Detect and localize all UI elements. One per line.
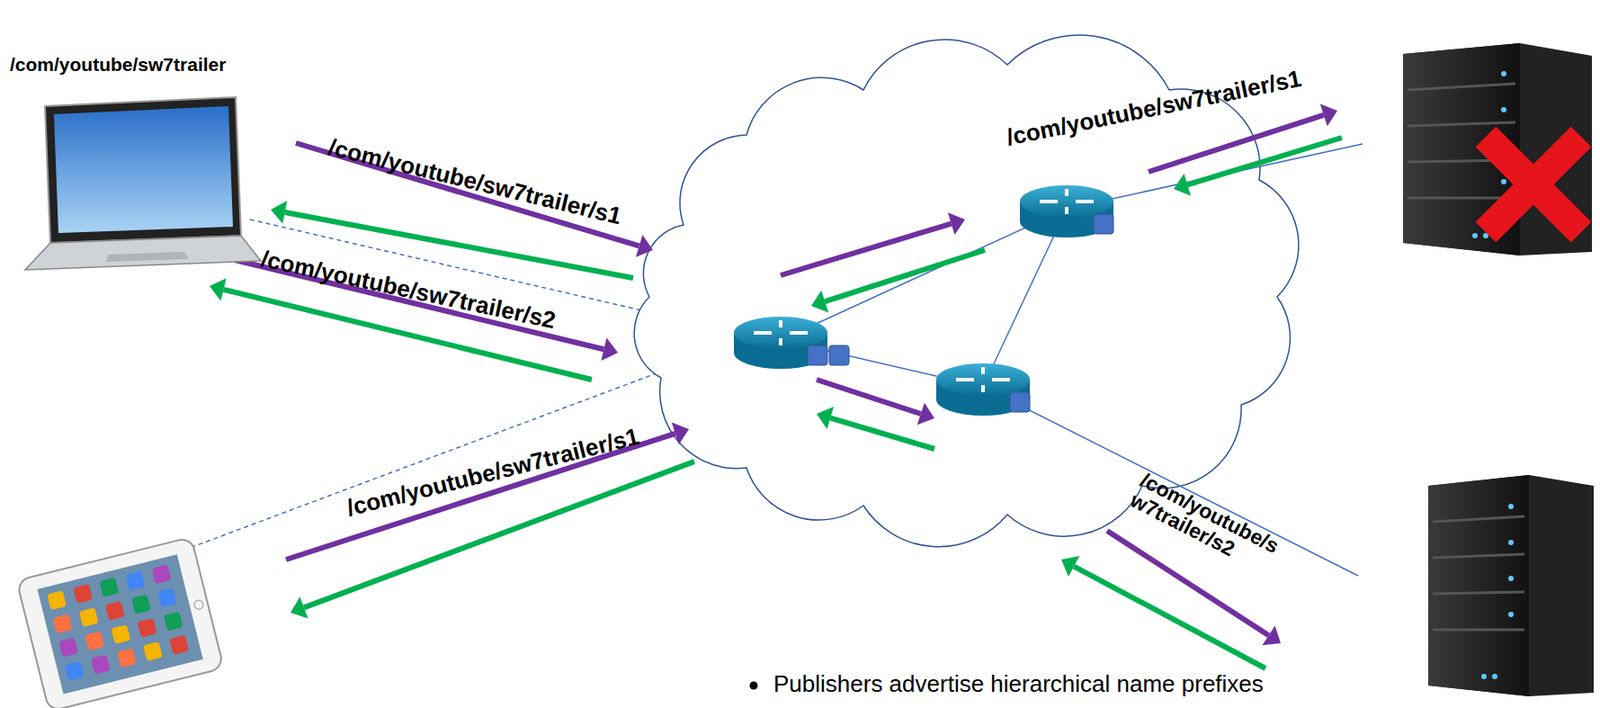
packet-arrow xyxy=(1187,137,1342,185)
router-top xyxy=(936,363,1030,396)
arrow-head xyxy=(917,402,935,426)
cache-square xyxy=(829,345,850,366)
packet-arrow xyxy=(824,250,985,302)
router-arrow xyxy=(753,330,772,335)
name-label: /com/youtube/sw7trailer xyxy=(9,53,226,75)
app-icon xyxy=(79,607,99,627)
tablet-icon xyxy=(16,536,224,708)
arrow-head xyxy=(1320,104,1338,127)
app-icon xyxy=(72,583,93,604)
arrow-head xyxy=(635,234,653,258)
app-icon xyxy=(84,630,105,651)
router-arrow xyxy=(1064,188,1069,197)
router-top xyxy=(1019,185,1114,218)
app-icon xyxy=(90,654,111,675)
arrow-head xyxy=(600,338,618,361)
router-arrow xyxy=(778,320,783,328)
access-link xyxy=(168,351,715,556)
arrow-head xyxy=(671,422,689,446)
app-icon xyxy=(125,571,145,591)
name-label: /com/youtube/sw7trailer/s1 xyxy=(344,423,643,521)
app-icon xyxy=(58,637,79,658)
server-icon xyxy=(1403,43,1592,256)
laptop-icon xyxy=(25,97,261,270)
router-top xyxy=(733,316,828,349)
name-label: /com/youtube/sw7trailer/s2 xyxy=(1126,468,1293,584)
arrow-head xyxy=(816,406,834,430)
arrow-head xyxy=(1173,173,1191,197)
arrow-head xyxy=(1061,555,1080,577)
packet-arrow xyxy=(830,418,935,449)
arrow-head xyxy=(947,212,966,235)
failure-cross xyxy=(1438,89,1600,280)
name-label: /com/youtube/sw7trailer/s1 xyxy=(325,134,624,230)
cache-square xyxy=(1093,214,1114,234)
app-icon xyxy=(53,614,73,635)
app-icon xyxy=(131,594,152,615)
app-icon xyxy=(46,589,67,610)
arrow-head xyxy=(1262,625,1281,645)
app-icon xyxy=(157,587,178,608)
router-arrow xyxy=(1075,199,1094,204)
arrow-head xyxy=(209,277,227,301)
packet-arrows xyxy=(209,104,1342,669)
bullet xyxy=(750,681,759,690)
packet-arrow xyxy=(1073,566,1266,669)
bullet-note: Publishers advertise hierarchical name p… xyxy=(773,670,1264,698)
app-icon xyxy=(143,641,163,662)
router-links xyxy=(780,143,1363,576)
app-icon xyxy=(110,624,131,644)
arrow-head xyxy=(290,596,309,618)
router-arrow xyxy=(1039,199,1058,204)
cache-square xyxy=(807,345,828,366)
router-arrow xyxy=(789,330,808,335)
app-icon xyxy=(116,647,137,668)
router-arrow xyxy=(956,377,975,382)
app-icon xyxy=(169,634,189,655)
router-arrow xyxy=(992,377,1011,382)
app-icon xyxy=(105,600,126,621)
cache-square xyxy=(1010,392,1030,412)
name-label: /com/youtube/sw7trailer/s2 xyxy=(259,245,558,333)
router-arrow xyxy=(778,338,783,346)
app-icon xyxy=(64,661,85,681)
arrow-head xyxy=(270,200,287,224)
router-arrow xyxy=(1064,206,1069,215)
app-icon xyxy=(137,617,158,638)
arrow-head xyxy=(811,290,829,313)
router-arrow xyxy=(981,366,985,375)
server-icon xyxy=(1428,474,1594,697)
app-icon xyxy=(98,577,119,598)
router-arrow xyxy=(981,384,985,393)
app-icon xyxy=(151,563,172,584)
packet-arrow xyxy=(1148,115,1324,172)
routers xyxy=(733,185,1114,416)
app-icon xyxy=(163,611,184,632)
